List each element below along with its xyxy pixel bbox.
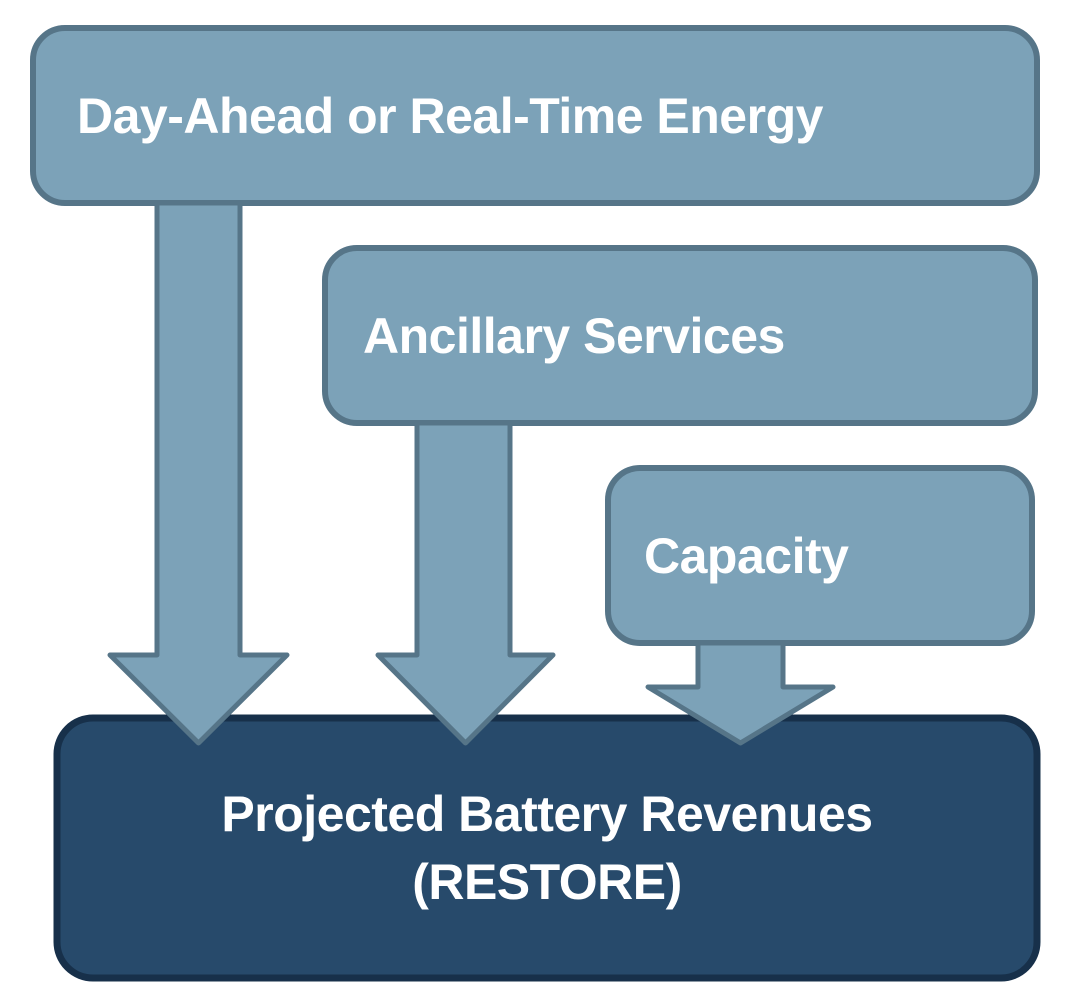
arrow-capacity-icon [645,640,836,746]
source-box-day-ahead [30,25,1040,206]
source-box-capacity [605,465,1035,646]
source-box-ancillary [322,245,1038,426]
target-box-revenues [53,714,1041,982]
arrow-day-ahead-icon [107,200,290,746]
arrow-ancillary-icon [375,420,556,746]
